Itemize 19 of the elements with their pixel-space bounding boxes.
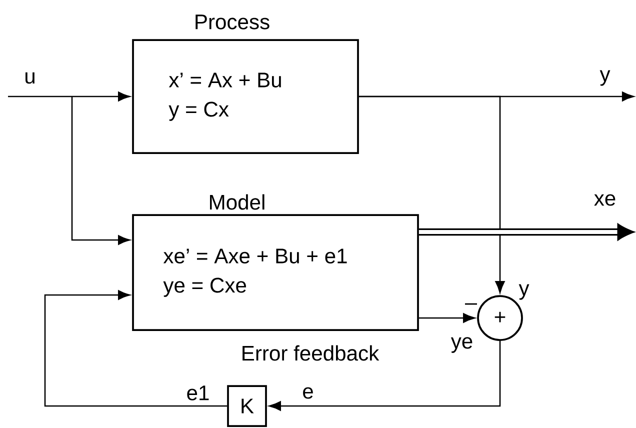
block-caption: Error feedback: [242, 345, 380, 361]
arrow: [44, 290, 228, 407]
edge-label: e1: [185, 384, 211, 402]
block-box: xe’ = Axe + Bu + e1 ye = Cxe: [132, 214, 419, 331]
block-title: Process: [196, 14, 270, 30]
block-title: Model: [210, 194, 264, 210]
arrow: [418, 313, 476, 323]
arrow: [418, 223, 634, 241]
edge-label: u: [22, 71, 38, 85]
arrow: [71, 96, 130, 245]
arrow: [268, 340, 501, 411]
arrow: [8, 92, 130, 102]
arrow: [358, 96, 505, 294]
gain-box: K: [227, 385, 267, 427]
block-box: x’ = Ax + Bu y = Cx: [132, 39, 359, 154]
edge-label: e: [300, 386, 316, 400]
edge-label: xe: [592, 193, 618, 207]
edge-label: y: [598, 69, 612, 87]
edge-label: ye: [450, 336, 474, 354]
